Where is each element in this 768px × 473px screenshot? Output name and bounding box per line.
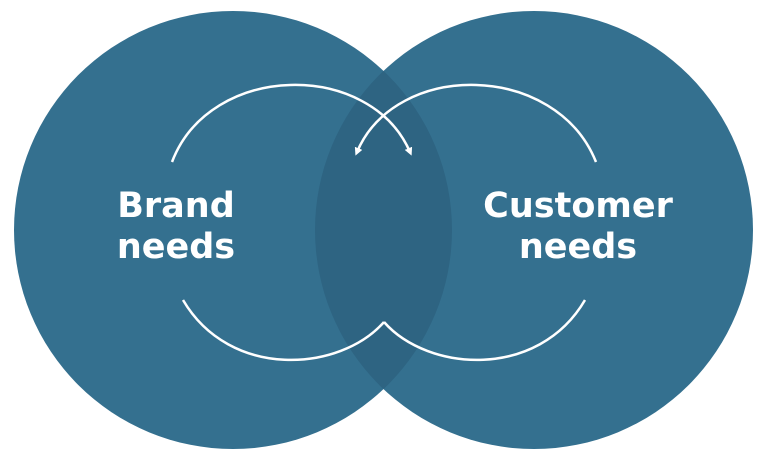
left-upper-arc xyxy=(170,83,413,163)
customer-needs-line2: needs xyxy=(518,227,638,267)
left-circle xyxy=(14,11,452,449)
right-lower-arc xyxy=(383,299,587,362)
brand-needs-line1: Brand xyxy=(117,186,235,226)
left-lower-arc xyxy=(181,299,385,362)
customer-needs-label: Customer needs xyxy=(478,186,678,268)
brand-needs-line2: needs xyxy=(116,227,236,267)
brand-needs-label: Brand needs xyxy=(96,186,256,268)
right-circle xyxy=(315,11,753,449)
customer-needs-line1: Customer xyxy=(483,186,673,226)
right-upper-arc xyxy=(354,83,598,163)
